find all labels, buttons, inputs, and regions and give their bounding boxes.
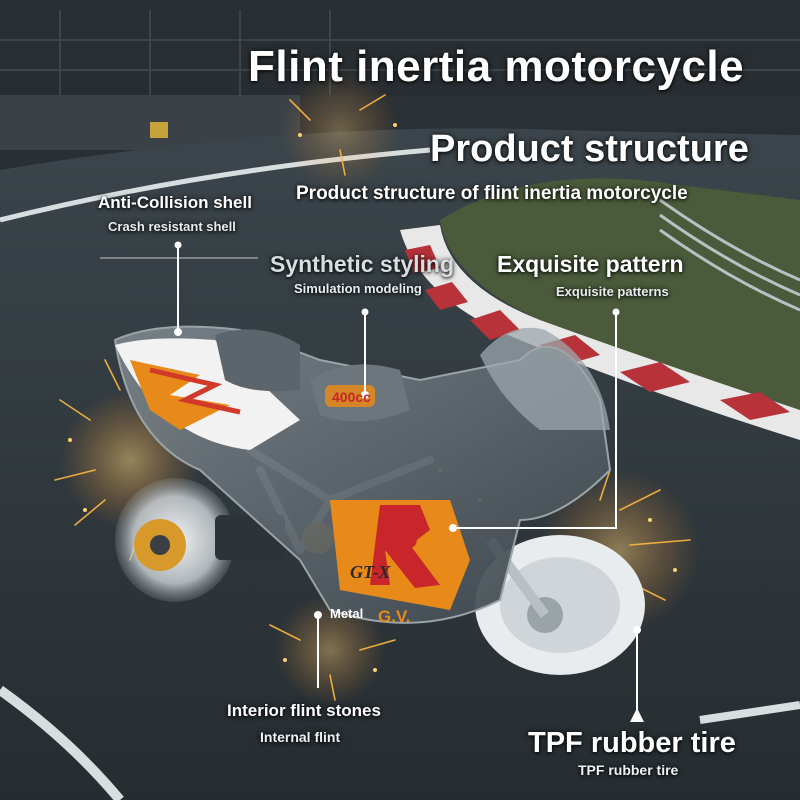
brand-label: Metal [330,606,363,621]
shell-label: Anti-Collision shell [98,193,252,212]
styling-label: Synthetic styling [270,251,455,277]
main-title: Flint inertia motorcycle [248,42,745,91]
engine-badge: 400cc [332,389,371,405]
section-title: Product structure [430,128,749,170]
callout-dots [174,241,644,722]
tire-label: TPF rubber tire [528,727,736,759]
motorcycle [113,325,645,675]
track-kerb [400,225,800,440]
guardrail [659,198,800,312]
grandstand [0,0,800,95]
pattern-label: Exquisite pattern [497,251,684,277]
tire-sublabel: TPF rubber tire [578,762,679,778]
fairing-letter: R [391,524,419,569]
model-mark: GT-X [350,562,391,582]
styling-sublabel: Simulation modeling [294,281,422,296]
pattern-sublabel: Exquisite patterns [556,284,669,299]
shell-sublabel: Crash resistant shell [108,219,236,234]
brand-mark: G.V. [378,607,410,626]
flint-sublabel: Internal flint [260,729,341,745]
flint-label: Interior flint stones [227,701,381,720]
section-caption: Product structure of flint inertia motor… [296,183,688,204]
callout-lines [100,245,638,720]
